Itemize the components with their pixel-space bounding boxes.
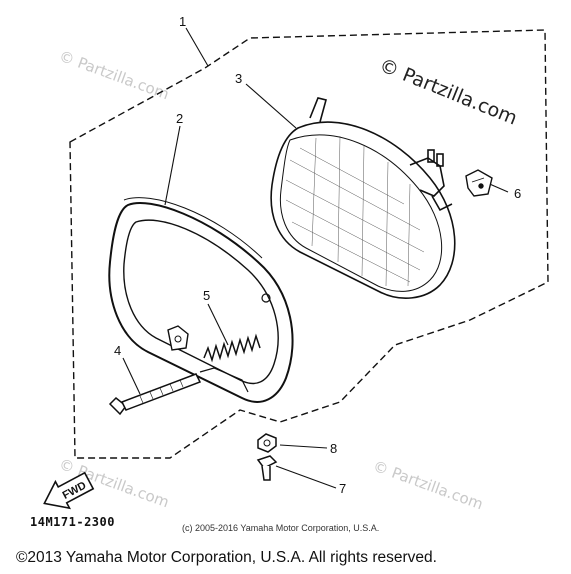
headlight-rim bbox=[108, 197, 294, 403]
callout-7: 7 bbox=[339, 481, 346, 496]
adjusting-screw bbox=[108, 373, 202, 416]
watermark-top-left: © Partzilla.com bbox=[57, 47, 172, 104]
callout-6: 6 bbox=[514, 186, 521, 201]
adjuster-spring bbox=[203, 333, 261, 363]
leader-lines bbox=[122, 27, 509, 489]
assembly-boundary bbox=[69, 29, 549, 459]
socket-clip bbox=[465, 169, 493, 197]
sealed-beam-unit bbox=[270, 97, 456, 299]
footer-copyright: ©2013 Yamaha Motor Corporation, U.S.A. A… bbox=[16, 549, 437, 566]
callout-numbers: 1 2 3 4 5 6 7 8 bbox=[114, 14, 521, 496]
callout-1: 1 bbox=[179, 14, 186, 29]
watermark-main: © Partzilla.com bbox=[376, 54, 520, 129]
callout-2: 2 bbox=[176, 111, 183, 126]
watermark-bottom-right: © Partzilla.com bbox=[371, 457, 486, 514]
callout-4: 4 bbox=[114, 343, 121, 358]
mounting-bolt bbox=[256, 455, 278, 481]
nut bbox=[257, 433, 277, 453]
callout-8: 8 bbox=[330, 441, 337, 456]
diagram-part-code: 14M171-2300 bbox=[30, 515, 115, 529]
small-copyright: (c) 2005-2016 Yamaha Motor Corporation, … bbox=[182, 523, 380, 533]
callout-3: 3 bbox=[235, 71, 242, 86]
callout-5: 5 bbox=[203, 288, 210, 303]
